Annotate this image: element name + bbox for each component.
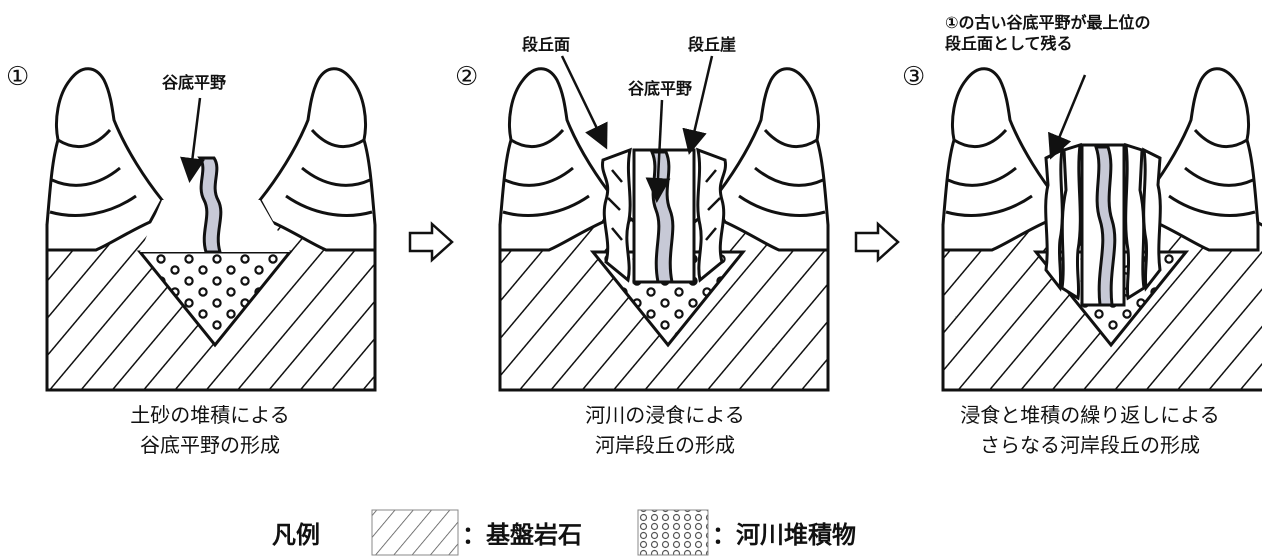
- legend-bedrock-label: ：基盤岩石: [462, 521, 582, 549]
- legend-title: 凡例: [272, 521, 320, 549]
- panel-3: [941, 67, 1262, 392]
- mountain-right-2: [711, 67, 830, 252]
- terrace-left-2: [601, 147, 632, 283]
- caption-step-2-line2: 河岸段丘の形成: [595, 433, 735, 457]
- mountain-left-2: [498, 67, 617, 252]
- legend-bedrock-swatch: [371, 509, 459, 556]
- caption-step-1-line1: 土砂の堆積による: [130, 403, 290, 427]
- legend-sediment-swatch: [637, 509, 709, 556]
- mountain-left-1: [45, 67, 164, 252]
- river-3: [1093, 145, 1117, 307]
- label-oldest-terrace-line2: 段丘面として残る: [945, 34, 1073, 53]
- label-terrace-surface-2: 段丘面: [522, 35, 571, 54]
- mountain-left-3: [941, 67, 1060, 252]
- caption-step-3-line2: さらなる河岸段丘の形成: [980, 433, 1200, 457]
- caption-step-1-line2: 谷底平野の形成: [140, 433, 280, 457]
- label-valley-plain-1: 谷底平野: [162, 73, 227, 92]
- legend-sediment-label: ：河川堆積物: [712, 521, 856, 549]
- river-1: [197, 156, 223, 254]
- mountain-right-1: [258, 67, 377, 252]
- terrace-right-inner-3: [1124, 142, 1146, 301]
- terrace-right-2: [696, 147, 727, 283]
- step-number-2: ②: [455, 62, 479, 92]
- terrace-left-inner-3: [1060, 142, 1082, 301]
- step-number-1: ①: [6, 62, 30, 92]
- step-number-3: ③: [902, 62, 926, 92]
- panel-1: [45, 67, 377, 392]
- caption-step-2: 河川の浸食による 河岸段丘の形成: [520, 400, 810, 460]
- caption-step-3: 浸食と堆積の繰り返しによる さらなる河岸段丘の形成: [922, 400, 1258, 460]
- caption-step-2-line1: 河川の浸食による: [585, 403, 745, 427]
- label-oldest-terrace-line1: ①の古い谷底平野が最上位の: [945, 13, 1151, 32]
- caption-step-3-line1: 浸食と堆積の繰り返しによる: [960, 403, 1220, 427]
- label-valley-plain-2: 谷底平野: [628, 79, 693, 98]
- terrace-left-outer-3: [1044, 147, 1064, 292]
- terrace-right-outer-3: [1142, 147, 1162, 292]
- arrow-step-1-to-2: [408, 221, 454, 263]
- panel-2: [498, 55, 830, 392]
- caption-step-1: 土砂の堆積による 谷底平野の形成: [70, 400, 350, 460]
- label-terrace-scarp-2: 段丘崖: [688, 35, 737, 54]
- arrow-step-2-to-3: [854, 221, 900, 263]
